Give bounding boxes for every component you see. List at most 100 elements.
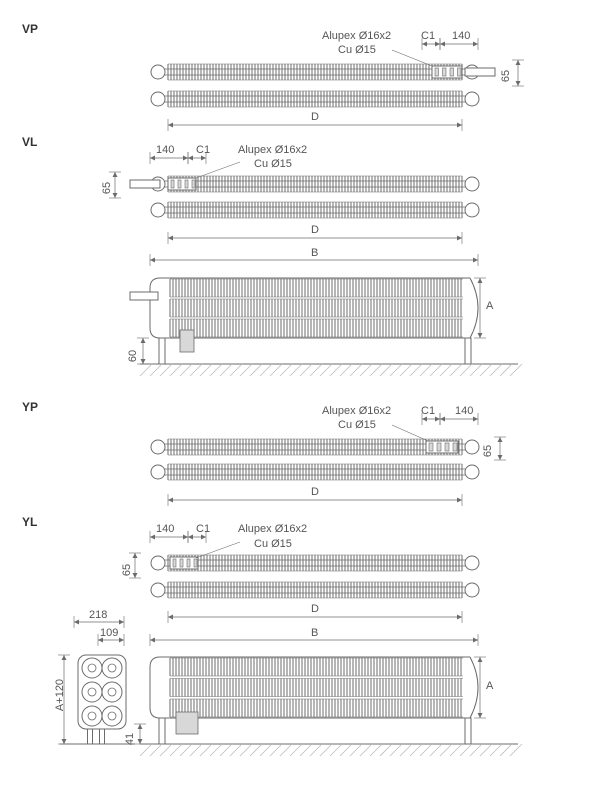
support-leg <box>158 717 166 745</box>
vl-140-label: 140 <box>156 144 175 156</box>
connector-pipe <box>464 67 496 77</box>
section-title-yl: YL <box>22 515 38 529</box>
support-leg <box>99 728 105 745</box>
vp-connection-block <box>431 65 496 79</box>
fin-bank <box>169 319 462 337</box>
yl-dimension-lines <box>58 531 486 745</box>
dimension-arrow <box>137 724 143 744</box>
yp-c1-label: C1 <box>421 405 436 417</box>
vl-cu-label: Cu Ø15 <box>254 158 292 170</box>
tube-end-cap <box>150 202 166 218</box>
yl-cu-label: Cu Ø15 <box>254 538 292 550</box>
vl-65-label: 65 <box>101 181 114 195</box>
tube-end-cap <box>464 439 480 455</box>
tube-section-inner <box>87 711 97 721</box>
valve-segment <box>452 442 458 452</box>
vl-d-label: D <box>311 224 319 236</box>
support-leg <box>87 728 93 745</box>
yl-d-label: D <box>311 603 319 615</box>
valve-segment <box>191 179 196 189</box>
yp-alupex-label: Alupex Ø16x2 <box>322 405 392 417</box>
fin-bank <box>167 176 463 192</box>
fin-bank <box>167 439 463 455</box>
leader-line <box>391 424 429 442</box>
fin-bank <box>169 279 462 297</box>
vl-a-label: A <box>486 300 494 312</box>
tube-end-cap <box>464 202 480 218</box>
fin-bank <box>167 202 463 218</box>
vl-60-label: 60 <box>127 349 140 363</box>
dimension-arrow <box>74 619 124 625</box>
vp-140-label: 140 <box>452 30 471 42</box>
yl-218-label: 218 <box>89 609 108 621</box>
floor-hatch <box>139 743 523 757</box>
fin-bank <box>167 582 463 598</box>
yl-radiator-front-view <box>139 656 523 757</box>
fin-bank <box>167 91 463 107</box>
tube-end-cap <box>150 464 166 480</box>
valve-body <box>425 440 459 454</box>
dimension-arrow <box>422 416 440 422</box>
vl-radiator-top-view <box>150 175 480 219</box>
vp-65-label: 65 <box>500 69 513 83</box>
fin-bank <box>169 658 462 676</box>
yl-140-label: 140 <box>156 523 175 535</box>
vl-b-label: B <box>311 247 319 259</box>
section-title-vl: VL <box>22 135 38 149</box>
tube-end-cap <box>150 555 166 571</box>
valve-body <box>169 556 199 570</box>
tube-section-inner <box>107 687 117 697</box>
vp-alupex-label: Alupex Ø16x2 <box>322 30 392 42</box>
valve-body <box>179 329 195 353</box>
vl-dimension-lines <box>109 152 486 365</box>
valve-segment <box>457 67 462 77</box>
valve-segment <box>186 558 191 568</box>
connector-pipe <box>129 179 161 189</box>
yp-connection-block <box>425 440 459 454</box>
valve-segment <box>170 179 175 189</box>
vl-alupex-label: Alupex Ø16x2 <box>238 144 308 156</box>
vp-cu-label: Cu Ø15 <box>338 44 376 56</box>
fin-bank <box>169 299 462 317</box>
yl-c1-label: C1 <box>196 523 211 535</box>
tube-end-cap <box>150 439 166 455</box>
valve-body <box>431 65 463 79</box>
leader-line <box>391 49 433 67</box>
yl-a120-label: A+120 <box>54 678 67 712</box>
frame-loop <box>149 656 470 719</box>
vl-c1-label: C1 <box>196 144 211 156</box>
valve-segment <box>449 67 454 77</box>
yp-dimension-lines <box>167 413 506 506</box>
dimension-arrow <box>188 155 206 161</box>
valve-body <box>167 177 197 191</box>
connector-pipe <box>129 291 159 301</box>
vl-connection-block <box>129 177 197 191</box>
tube-end-cap <box>464 582 480 598</box>
yp-cu-label: Cu Ø15 <box>338 419 376 431</box>
frame-loop-end <box>469 277 479 339</box>
yl-109-label: 109 <box>100 627 119 639</box>
tube-end-cap <box>150 64 166 80</box>
valve-segment <box>444 442 450 452</box>
tube-section-inner <box>107 663 117 673</box>
frame-loop-end <box>469 656 479 719</box>
floor-hatch <box>139 363 523 377</box>
yp-radiator-top-view <box>150 438 480 481</box>
section-title-vp: VP <box>22 22 39 36</box>
valve-body <box>175 711 199 735</box>
dimension-arrow <box>132 553 138 578</box>
yl-41-label: 41 <box>124 732 137 746</box>
valve-segment <box>179 558 184 568</box>
yp-140-label: 140 <box>455 405 474 417</box>
yl-radiator-side-view <box>60 654 135 745</box>
yl-65-label: 65 <box>121 563 134 577</box>
valve-segment <box>177 179 182 189</box>
vp-d-label: D <box>311 111 319 123</box>
tube-section-inner <box>107 711 117 721</box>
yl-alupex-label: Alupex Ø16x2 <box>238 523 308 535</box>
fin-bank <box>167 464 463 480</box>
valve-segment <box>193 558 198 568</box>
tube-end-cap <box>464 464 480 480</box>
valve-segment <box>434 67 439 77</box>
